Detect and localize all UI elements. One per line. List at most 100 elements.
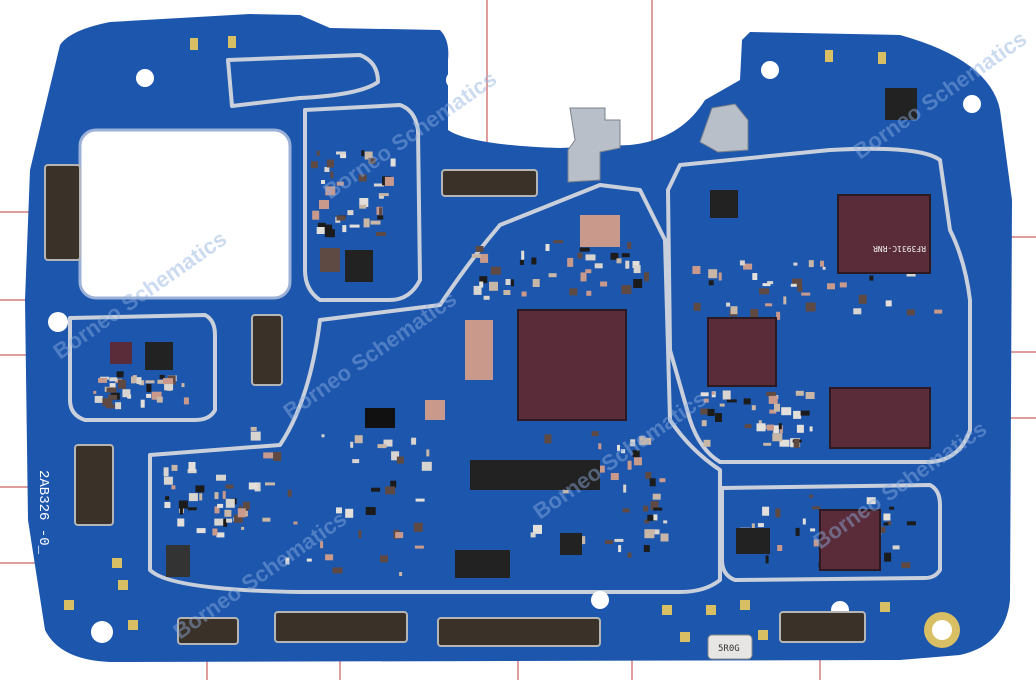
smd-component <box>521 291 527 297</box>
smd-component <box>163 467 169 477</box>
smd-component <box>241 526 245 530</box>
smd-component <box>769 409 777 414</box>
smd-component <box>224 509 232 517</box>
smd-component <box>621 449 626 454</box>
smd-component <box>248 482 258 490</box>
smd-component <box>708 269 718 279</box>
smd-component <box>332 567 343 574</box>
smd-component <box>805 392 815 399</box>
metal-clips <box>567 103 749 183</box>
smd-component <box>751 523 755 531</box>
smd-component <box>352 459 360 464</box>
smd-component <box>801 292 811 296</box>
smd-component <box>531 257 537 265</box>
smd-component <box>225 484 234 489</box>
smd-component <box>726 302 731 307</box>
smd-component <box>225 498 235 508</box>
smd-component <box>263 452 274 459</box>
smd-component <box>711 391 715 395</box>
smd-component <box>395 532 404 539</box>
smd-component <box>772 433 783 442</box>
smd-component <box>399 572 403 576</box>
smd-component <box>378 193 384 199</box>
smd-component <box>579 247 590 252</box>
smd-component <box>237 508 246 518</box>
smd-component <box>901 562 911 569</box>
smd-component <box>316 227 325 234</box>
smd-component <box>660 533 669 542</box>
smd-component <box>102 398 113 407</box>
smd-component <box>777 545 783 551</box>
smd-component <box>774 403 780 412</box>
smd-component <box>567 257 574 267</box>
smd-component <box>473 285 482 295</box>
smd-component <box>479 281 484 288</box>
smd-component <box>373 183 384 187</box>
smd-component <box>616 258 622 264</box>
smd-component <box>610 473 619 480</box>
smd-component <box>783 296 787 305</box>
smd-component <box>645 472 652 479</box>
smd-component <box>414 545 424 549</box>
smd-component <box>887 521 892 526</box>
smd-component <box>145 380 155 384</box>
smd-component <box>703 439 711 447</box>
smd-component <box>195 485 205 493</box>
smd-component <box>505 279 511 285</box>
smd-component <box>336 215 346 221</box>
smd-component <box>796 424 804 433</box>
smd-component <box>765 555 769 564</box>
smd-component <box>767 281 774 285</box>
smd-component <box>866 497 876 505</box>
smd-component <box>396 456 404 464</box>
smd-component <box>778 423 782 430</box>
smd-component <box>885 300 892 307</box>
smd-component <box>580 272 587 282</box>
smd-component <box>214 506 220 514</box>
smd-component <box>533 524 542 534</box>
smd-component <box>805 302 816 312</box>
smd-component <box>325 554 334 561</box>
smd-component <box>634 457 642 466</box>
smd-component <box>644 272 649 282</box>
board-label: 2AB326 -0_ <box>35 470 51 555</box>
smd-component <box>906 521 916 526</box>
smd-component <box>808 260 814 268</box>
smd-component <box>379 207 383 217</box>
smd-component <box>757 523 764 528</box>
smd-component <box>934 309 943 314</box>
smd-component <box>365 507 376 515</box>
smd-component <box>312 210 320 220</box>
smd-component <box>199 493 203 501</box>
smd-component <box>511 279 514 287</box>
smd-component <box>762 506 770 516</box>
smd-component <box>321 180 325 184</box>
smd-component <box>187 469 197 474</box>
smd-component <box>792 278 802 287</box>
smd-component <box>345 508 354 518</box>
smd-component <box>722 390 731 400</box>
smd-component <box>647 514 657 521</box>
smd-component <box>390 480 397 488</box>
smd-component <box>623 484 627 493</box>
smd-component <box>380 555 388 563</box>
smd-component <box>614 538 624 542</box>
smd-component <box>521 250 525 260</box>
smd-component <box>273 452 282 461</box>
smd-component <box>340 154 347 159</box>
smd-component <box>216 474 226 481</box>
smd-component <box>633 265 641 274</box>
smd-component <box>216 532 225 538</box>
smd-component <box>223 518 228 527</box>
smd-component <box>383 439 393 447</box>
smd-component <box>479 276 488 284</box>
smd-component <box>869 275 874 281</box>
smd-component <box>413 522 423 532</box>
smd-component <box>183 397 189 405</box>
smd-component <box>181 383 185 388</box>
smd-component <box>262 517 271 522</box>
smd-component <box>802 518 806 525</box>
marked-resistor <box>707 634 753 660</box>
smd-component <box>586 290 592 296</box>
chip-marking: RF3931C-RNR <box>873 244 926 253</box>
